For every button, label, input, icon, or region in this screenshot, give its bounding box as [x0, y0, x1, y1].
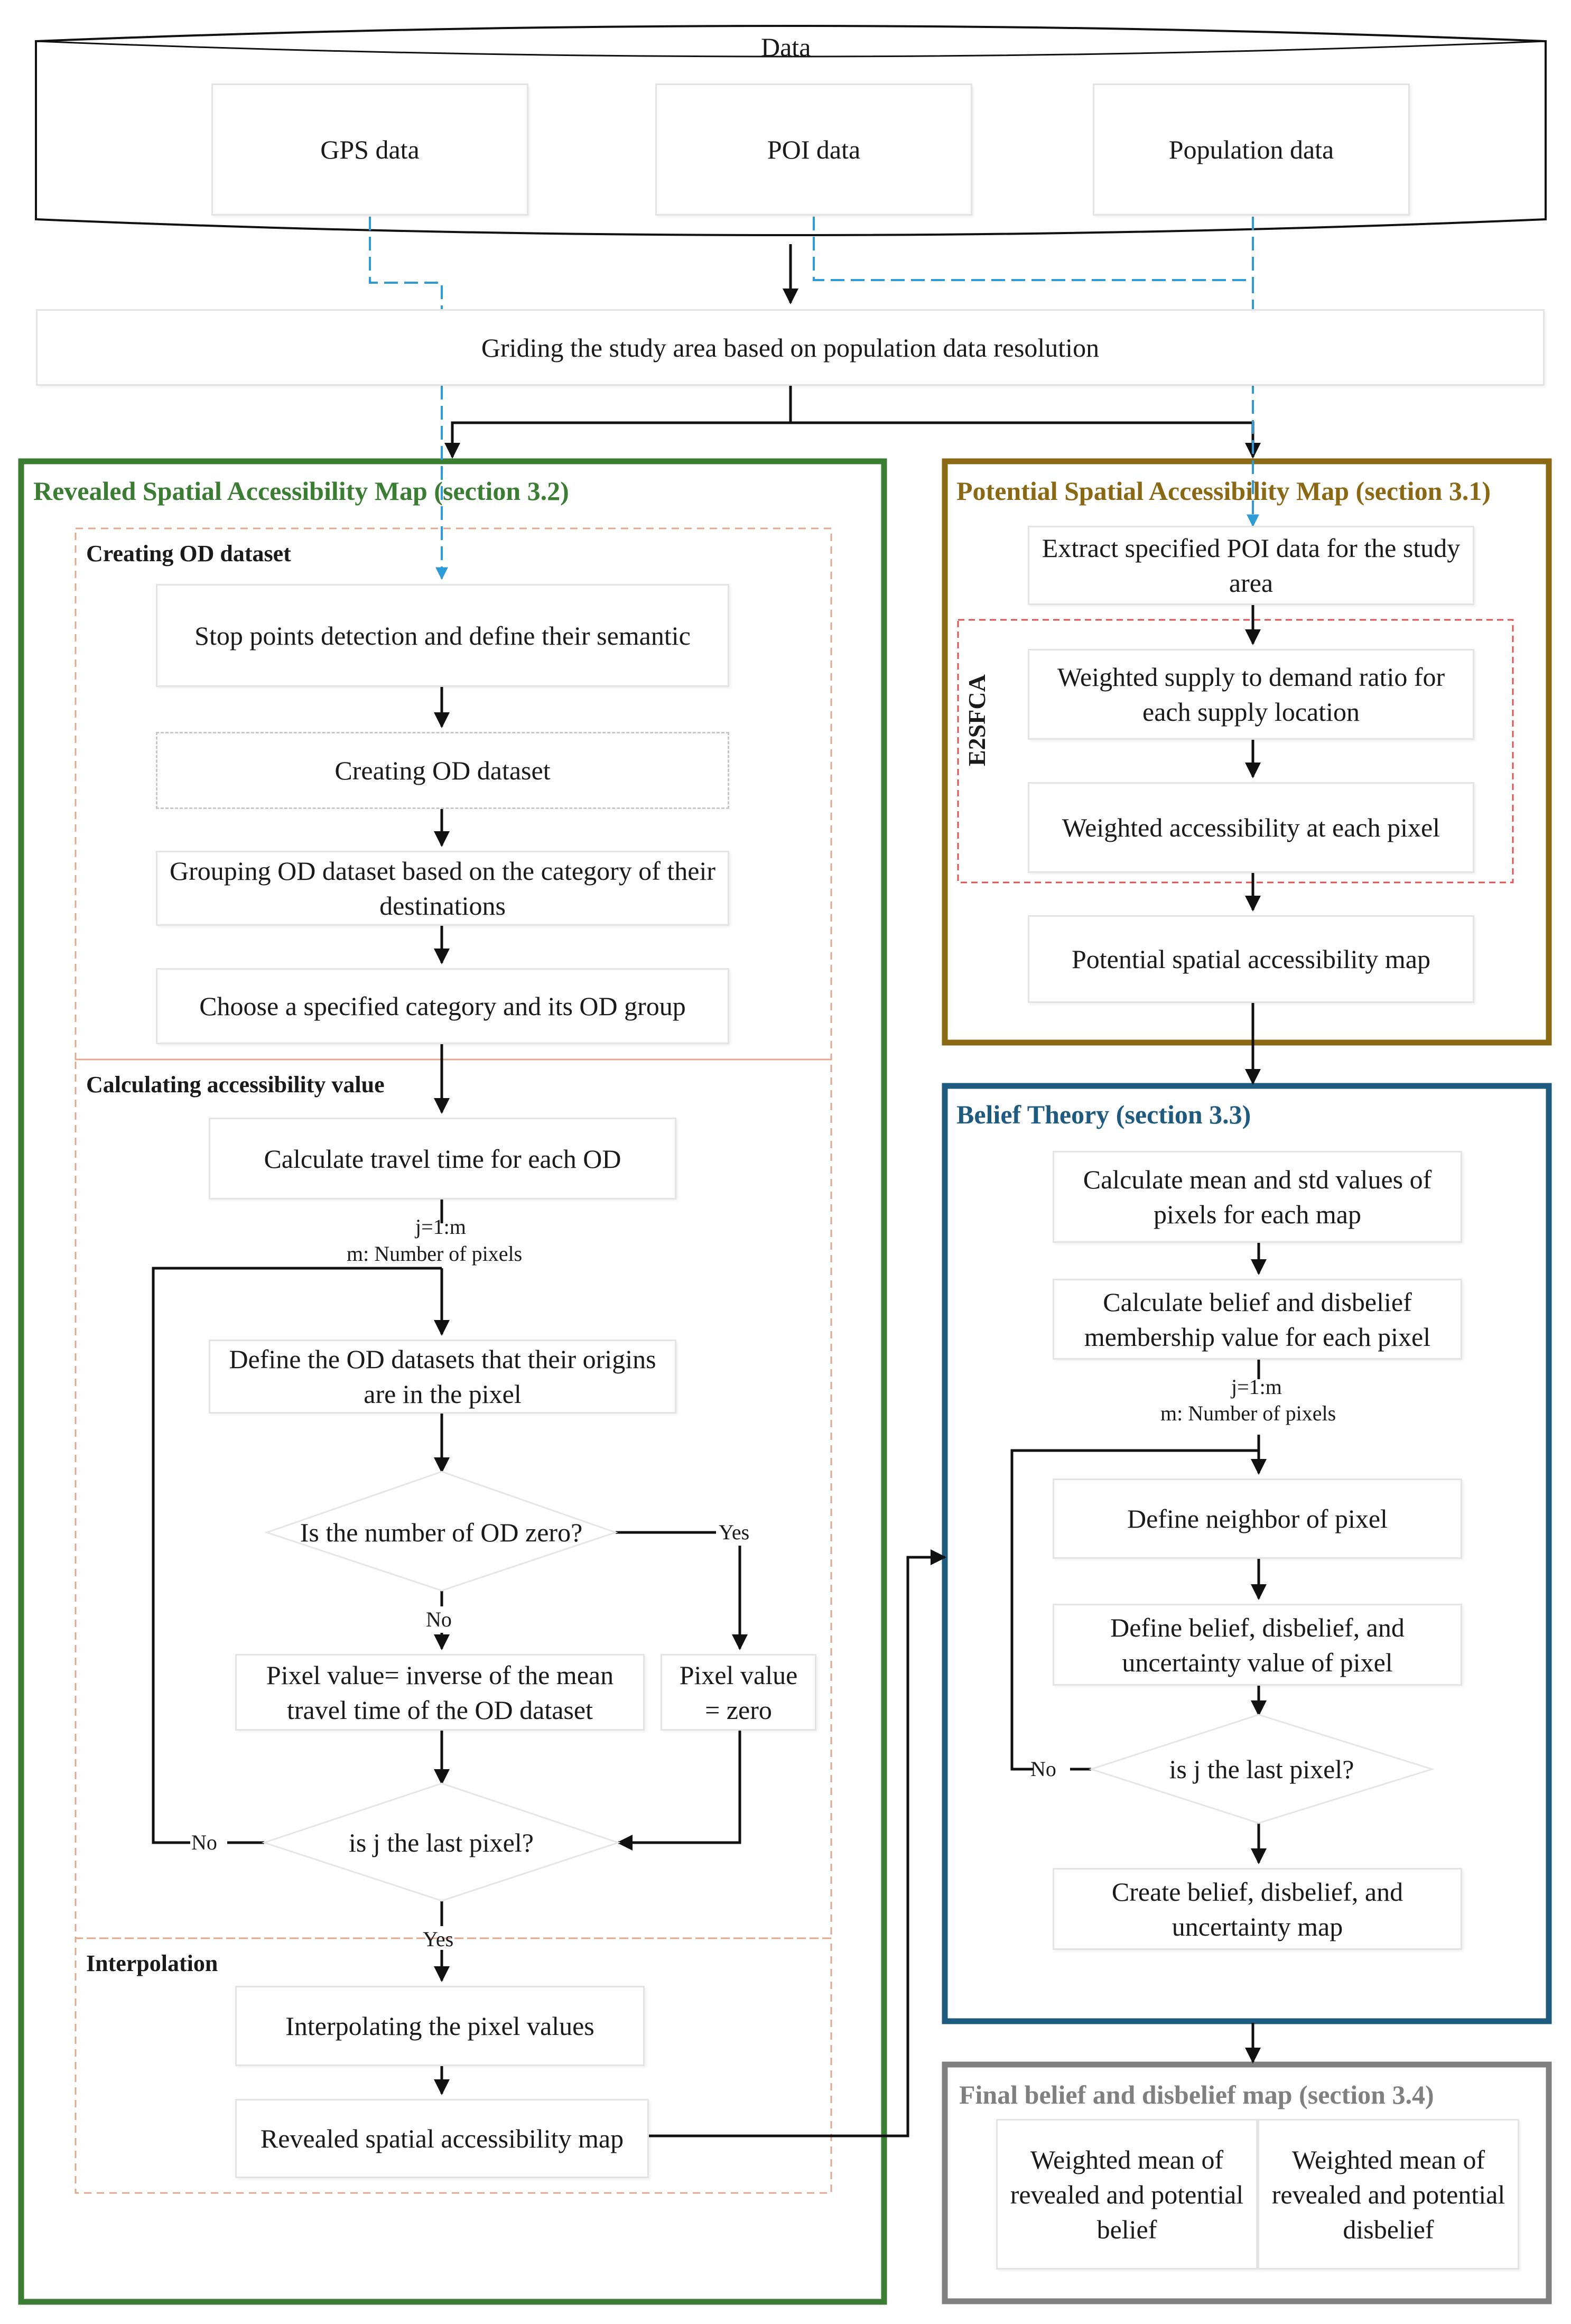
arrow-zero-to-last: [617, 1731, 741, 1851]
griding-box: Griding the study area based on populati…: [36, 309, 1545, 386]
last-pixel-yes-label: Yes: [423, 1927, 454, 1951]
grid-to-potential-arrow: [791, 421, 1261, 459]
define-values-box: Define belief, disbelief, and uncertaint…: [1053, 1604, 1462, 1686]
poi-data-box: POI data: [655, 83, 972, 216]
revealed-map-box: Revealed spatial accessibility map: [235, 2099, 649, 2178]
potential-section-title: Potential Spatial Accessibility Map (sec…: [956, 476, 1491, 506]
gps-data-flow: [369, 217, 448, 580]
belief-no-label: No: [1030, 1757, 1056, 1781]
calculating-frame: [75, 1058, 832, 1939]
final-belief-box: Weighted mean of revealed and potential …: [996, 2119, 1258, 2270]
interpolation-frame: [75, 1937, 832, 2194]
weighted-access-box: Weighted accessibility at each pixel: [1028, 782, 1474, 873]
belief-last-pixel-text: is j the last pixel?: [1169, 1754, 1354, 1784]
travel-time-box: Calculate travel time for each OD: [209, 1118, 676, 1200]
e2sfca-frame: [957, 619, 1514, 884]
data-store-title: Data: [761, 32, 811, 62]
creating-od-title: Creating OD dataset: [86, 541, 291, 566]
decision-no-label: No: [426, 1607, 452, 1631]
final-section-title: Final belief and disbelief map (section …: [959, 2080, 1434, 2109]
potential-map-box: Potential spatial accessibility map: [1028, 915, 1474, 1003]
potential-section-border: [942, 458, 1552, 1046]
define-od-box: Define the OD datasets that their origin…: [209, 1340, 676, 1414]
calc-loop-label-2: m: Number of pixels: [347, 1242, 523, 1266]
calculating-title: Calculating accessibility value: [86, 1072, 385, 1098]
zero-od-diamond: [264, 1471, 618, 1592]
gps-data-box: GPS data: [211, 83, 528, 216]
grid-split-connector: [444, 386, 792, 459]
interpolation-title: Interpolation: [86, 1950, 218, 1976]
belief-loop-label-1: j=1:m: [1231, 1375, 1282, 1399]
last-pixel-diamond: [262, 1782, 621, 1902]
membership-box: Calculate belief and disbelief membershi…: [1053, 1279, 1462, 1360]
revealed-section-border: [18, 458, 887, 2305]
decision-yes-label: Yes: [719, 1520, 750, 1544]
pixel-zero-box: Pixel value = zero: [661, 1654, 816, 1731]
zero-od-decision-text: Is the number of OD zero?: [300, 1518, 583, 1547]
revealed-section-title: Revealed Spatial Accessibility Map (sect…: [33, 476, 569, 506]
grouping-od-box: Grouping OD dataset based on the categor…: [156, 851, 729, 926]
interpolating-box: Interpolating the pixel values: [235, 1986, 645, 2066]
stop-points-box: Stop points detection and define their s…: [156, 584, 729, 687]
belief-section-title: Belief Theory (section 3.3): [956, 1100, 1251, 1129]
arrow-loop-back: [152, 1267, 442, 1844]
population-data-box: Population data: [1093, 83, 1410, 216]
neighbor-box: Define neighbor of pixel: [1053, 1479, 1462, 1559]
belief-last-pixel-diamond: [1089, 1714, 1435, 1824]
extract-poi-box: Extract specified POI data for the study…: [1028, 526, 1474, 605]
poi-data-flow: [813, 217, 1259, 527]
creating-od-box: Creating OD dataset: [156, 732, 729, 809]
create-map-box: Create belief, disbelief, and uncertaint…: [1053, 1868, 1462, 1950]
mean-std-box: Calculate mean and std values of pixels …: [1053, 1151, 1462, 1243]
arrow-revealed-to-belief: [649, 1549, 946, 2137]
creating-od-frame: [75, 527, 832, 1061]
last-pixel-no-label: No: [191, 1830, 217, 1854]
pixel-inverse-box: Pixel value= inverse of the mean travel …: [235, 1654, 645, 1731]
final-disbelief-box: Weighted mean of revealed and potential …: [1258, 2119, 1519, 2270]
final-section-border: [942, 2061, 1552, 2304]
weighted-supply-box: Weighted supply to demand ratio for each…: [1028, 649, 1474, 740]
calc-loop-label-1: j=1:m: [415, 1215, 466, 1239]
arrow-belief-loop-back: [1010, 1449, 1259, 1771]
last-pixel-decision-text: is j the last pixel?: [349, 1828, 534, 1857]
e2sfca-label: E2SFCA: [963, 674, 990, 766]
belief-loop-label-2: m: Number of pixels: [1160, 1401, 1336, 1425]
choose-category-box: Choose a specified category and its OD g…: [156, 968, 729, 1044]
